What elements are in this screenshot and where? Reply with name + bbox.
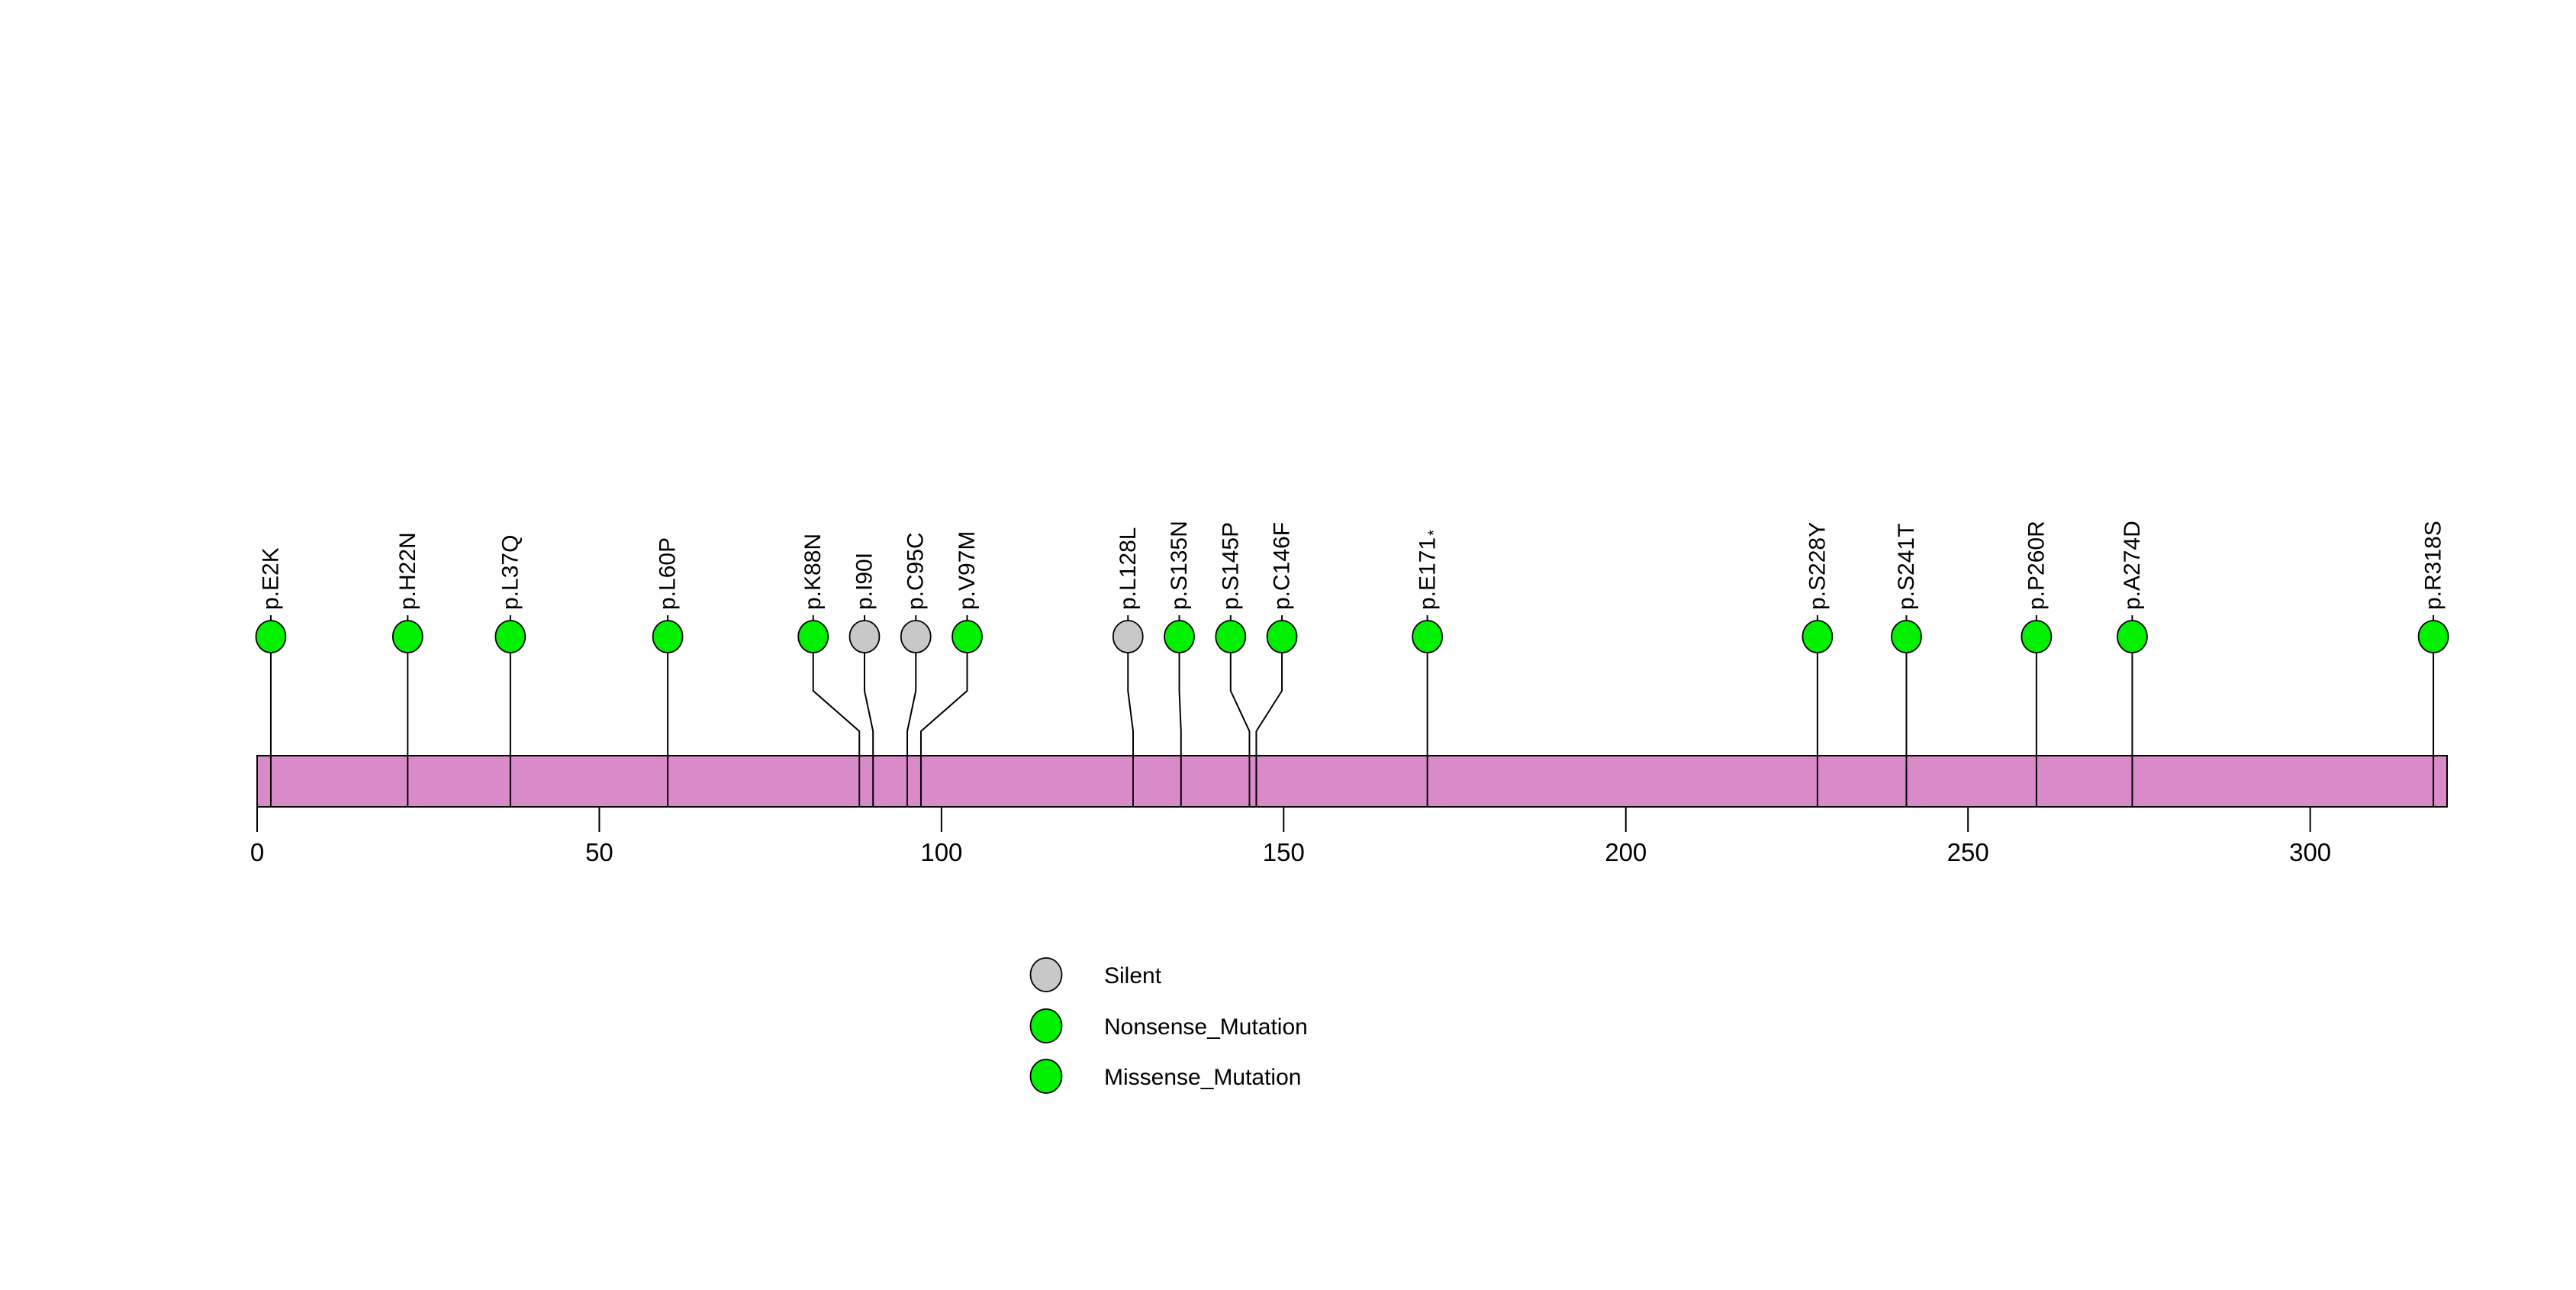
mutation-stem: [863, 653, 874, 807]
mutation-label: p.R318S: [2421, 521, 2446, 610]
mutation-label: p.S241T: [1894, 524, 1919, 610]
axis-tick-label: 50: [585, 838, 613, 866]
mutation-label: p.C95C: [903, 532, 929, 610]
mutation-marker: [1112, 620, 1144, 653]
mutation-label: p.S135N: [1167, 521, 1192, 610]
mutation-label: p.K88N: [800, 534, 826, 610]
mutation-marker: [1164, 620, 1195, 653]
mutation-marker: [494, 620, 526, 653]
mutation-marker: [2117, 620, 2148, 653]
mutation-stem: [812, 653, 861, 807]
mutation-label: p.L128L: [1116, 527, 1141, 610]
mutation-label: p.E2K: [258, 547, 283, 610]
mutation-label: p.A274D: [2120, 521, 2145, 610]
mutation-marker: [797, 620, 829, 653]
mutation-marker: [952, 620, 983, 653]
mutation-marker: [1802, 620, 1834, 653]
mutation-stem: [906, 653, 917, 807]
mutation-marker: [391, 620, 423, 653]
mutation-label: p.I90I: [852, 553, 877, 610]
mutation-marker: [1266, 620, 1298, 653]
mutation-label: p.S145P: [1218, 522, 1243, 610]
mutation-label: p.S228Y: [1805, 522, 1830, 610]
axis-tick-label: 300: [2289, 838, 2331, 866]
mutation-label: p.C146F: [1270, 522, 1295, 610]
mutation-stem: [1178, 653, 1182, 807]
axis-tick-label: 200: [1605, 838, 1647, 866]
mutation-stem: [1229, 653, 1251, 807]
mutation-marker: [2021, 620, 2053, 653]
mutation-label: p.H22N: [395, 532, 420, 610]
legend-marker: [1029, 957, 1063, 992]
mutation-marker: [1215, 620, 1247, 653]
axis-tick-label: 0: [250, 838, 264, 866]
axis-tick-label: 100: [920, 838, 962, 866]
legend-label: Missense_Mutation: [1104, 1065, 1301, 1090]
mutation-marker: [1412, 620, 1444, 653]
protein-backbone: [256, 755, 2448, 808]
mutation-marker: [900, 620, 932, 653]
mutation-marker: [652, 620, 684, 653]
mutation-stem: [1255, 653, 1283, 807]
axis-tick-label: 250: [1947, 838, 1989, 866]
axis-tick-label: 150: [1263, 838, 1305, 866]
mutation-label: p.E171*: [1415, 530, 1443, 610]
mutation-marker: [848, 620, 881, 653]
mutation-stem: [919, 653, 968, 807]
mutation-stem: [1127, 653, 1134, 807]
legend-marker: [1029, 1008, 1063, 1043]
mutation-label: p.V97M: [955, 531, 980, 610]
mutation-marker: [255, 620, 287, 653]
mutation-label: p.L37Q: [497, 535, 523, 610]
mutation-marker: [2417, 620, 2449, 653]
mutation-label: p.L60P: [655, 537, 681, 610]
mutation-label: p.P260R: [2024, 521, 2049, 610]
legend-label: Nonsense_Mutation: [1104, 1014, 1308, 1040]
legend-label: Silent: [1104, 963, 1162, 988]
mutation-marker: [1891, 620, 1922, 653]
legend-marker: [1029, 1059, 1063, 1094]
